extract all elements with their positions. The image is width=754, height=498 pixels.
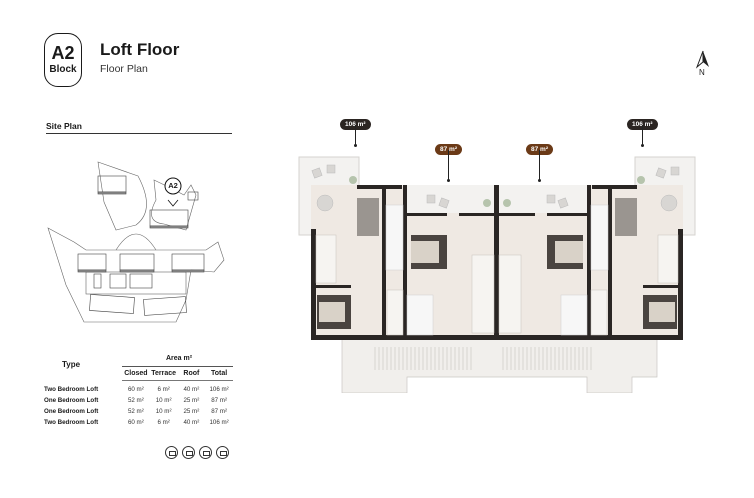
amenity-icons [165, 446, 229, 459]
row-total: 106 m² [209, 419, 229, 426]
row-roof: 25 m² [183, 397, 200, 404]
bathtub-icon [182, 446, 195, 459]
unit-area-pin-2: 87 m² [435, 138, 462, 182]
table-row: One Bedroom Loft 52 m² 10 m² 25 m² 87 m² [42, 406, 233, 417]
block-badge: A2 Block [44, 33, 82, 87]
site-plan-map: A2 [46, 150, 236, 325]
row-roof: 40 m² [183, 419, 200, 426]
column-header-divider [122, 380, 233, 381]
column-headers: Closed Terrace Roof Total [122, 370, 233, 377]
site-plan-divider [46, 133, 232, 134]
stove-icon [216, 446, 229, 459]
row-total: 87 m² [211, 408, 228, 415]
unit-area-label: 106 m² [627, 119, 658, 130]
north-arrow-icon [695, 50, 709, 69]
area-header: Area m² [166, 355, 193, 362]
sofa-icon [199, 446, 212, 459]
row-closed: 60 m² [127, 386, 144, 393]
site-plan-marker: A2 [168, 181, 178, 190]
bed-icon [165, 446, 178, 459]
row-terrace: 10 m² [155, 397, 172, 404]
row-closed: 52 m² [127, 408, 144, 415]
row-terrace: 6 m² [157, 386, 170, 393]
unit-area-pin-1: 106 m² [340, 113, 371, 147]
unit-area-pin-4: 106 m² [627, 113, 658, 147]
area-header-divider [122, 366, 233, 367]
row-closed: 60 m² [127, 419, 144, 426]
row-type: Two Bedroom Loft [44, 419, 99, 426]
unit-area-pin-3: 87 m² [526, 138, 553, 182]
block-code: A2 [51, 43, 75, 63]
north-label: N [699, 68, 705, 77]
page-title: Loft Floor [100, 40, 180, 59]
column-header-roof: Roof [183, 370, 200, 377]
row-closed: 52 m² [127, 397, 144, 404]
floor-plan-drawing [297, 155, 697, 394]
unit-area-label: 87 m² [526, 144, 553, 155]
table-row: One Bedroom Loft 52 m² 10 m² 25 m² 87 m² [42, 395, 233, 406]
column-header-total: Total [211, 370, 228, 377]
row-total: 87 m² [211, 397, 228, 404]
unit-area-label: 106 m² [340, 119, 371, 130]
unit-area-label: 87 m² [435, 144, 462, 155]
column-header-terrace: Terrace [151, 370, 177, 377]
row-total: 106 m² [209, 386, 229, 393]
row-roof: 25 m² [183, 408, 200, 415]
column-header-closed: Closed [124, 370, 148, 377]
table-row: Two Bedroom Loft 60 m² 6 m² 40 m² 106 m² [42, 417, 233, 428]
row-terrace: 6 m² [157, 419, 170, 426]
row-terrace: 10 m² [155, 408, 172, 415]
table-row: Two Bedroom Loft 60 m² 6 m² 40 m² 106 m² [42, 384, 233, 395]
row-roof: 40 m² [183, 386, 200, 393]
block-label: Block [49, 64, 77, 75]
page-subtitle: Floor Plan [100, 63, 148, 75]
row-type: One Bedroom Loft [44, 397, 99, 404]
type-header: Type [62, 360, 81, 369]
north-arrow: N [693, 50, 713, 80]
row-type: Two Bedroom Loft [44, 386, 99, 393]
row-type: One Bedroom Loft [44, 408, 99, 415]
site-plan-title: Site Plan [46, 121, 82, 131]
